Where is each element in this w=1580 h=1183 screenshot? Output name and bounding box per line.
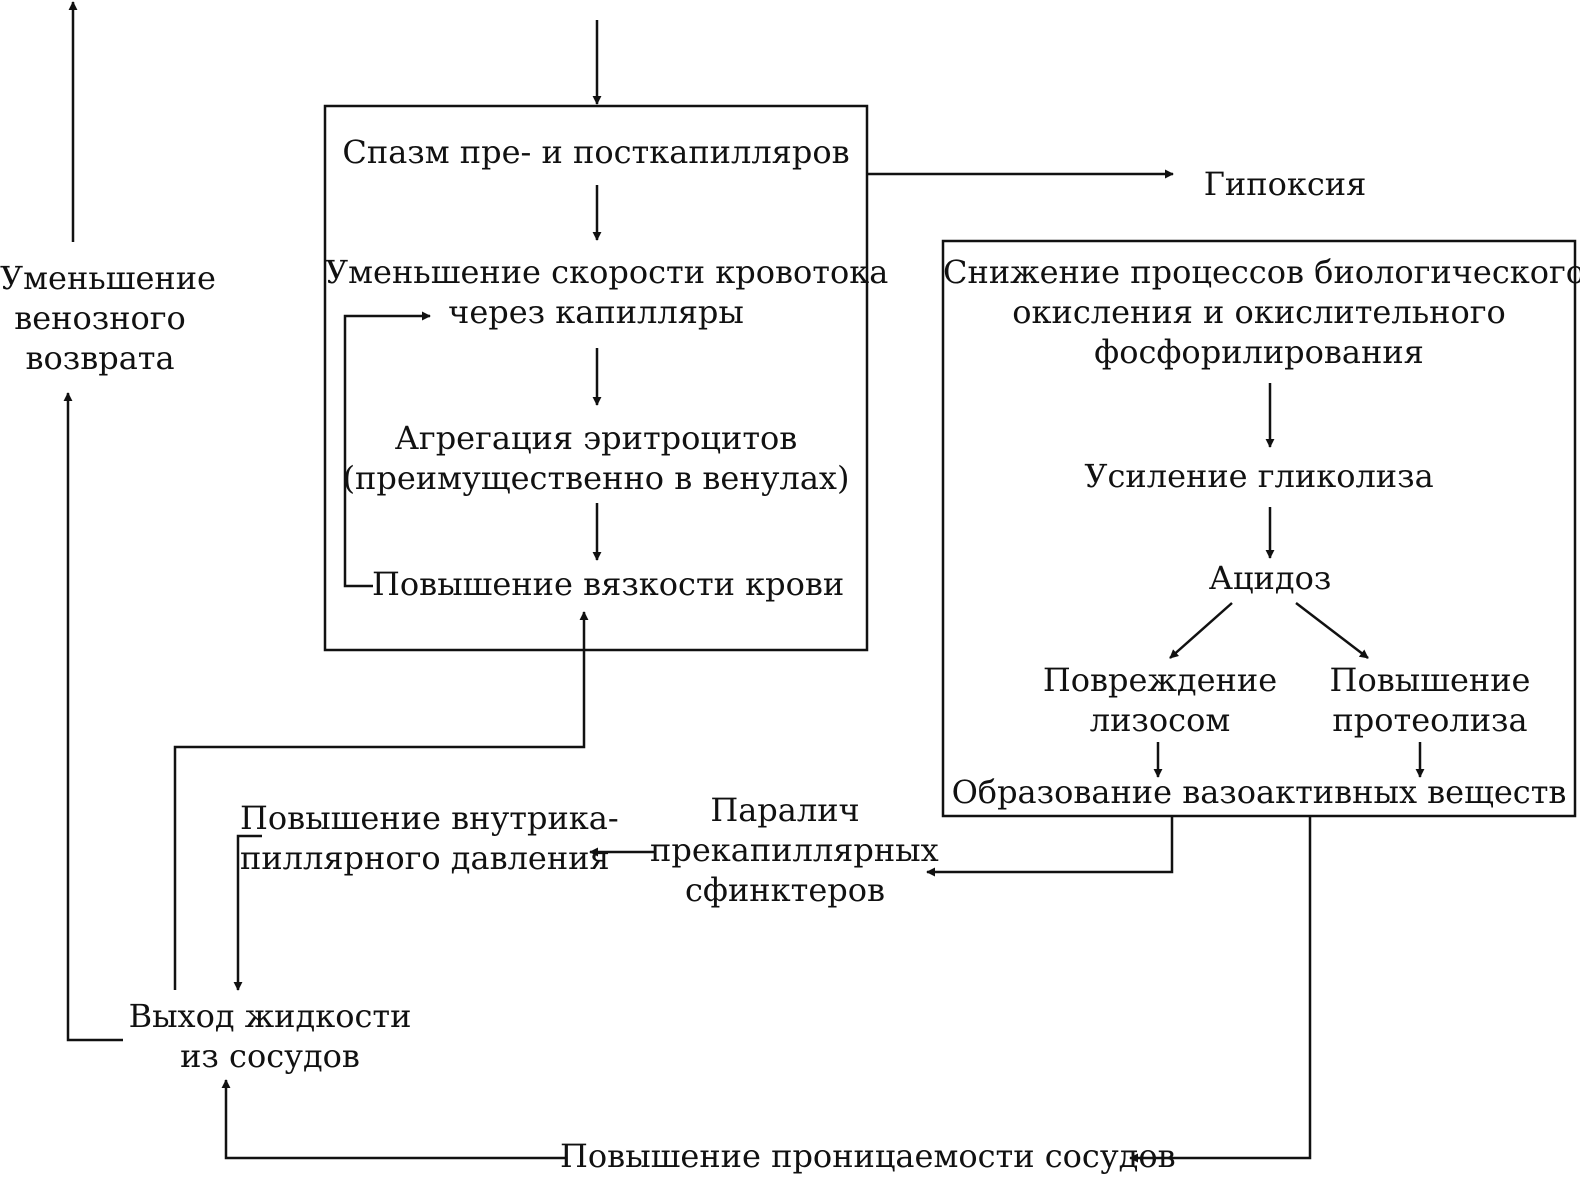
node-aggregation-line2: (преимущественно в венулах) [342, 459, 850, 497]
node-hypoxia: Гипоксия [1203, 165, 1367, 203]
node-acidosis: Ацидоз [1208, 559, 1332, 597]
node-proteolysis-line2: протеолиза [1332, 701, 1528, 739]
node-paralysis-line3: сфинктеров [684, 871, 886, 909]
node-oxidation-line1: Снижение процессов биологического [943, 253, 1580, 291]
node-venous-return-line1: Уменьшение [0, 259, 216, 297]
feedback-loop-arrow [343, 311, 431, 588]
node-glycolysis: Усиление гликолиза [1084, 457, 1434, 495]
arrow-acidosis-to-proteolysis [1295, 602, 1369, 659]
node-viscosity: Повышение вязкости крови [372, 565, 845, 603]
arrow-fluid-exit-to-venous-return [63, 392, 123, 1042]
node-lysosome-line1: Повреждение [1042, 661, 1278, 699]
node-oxidation-line3: фосфорилирования [1094, 333, 1424, 371]
node-pressure-line1: Повышение внутрика- [240, 799, 619, 837]
node-venous-return-line2: венозного [14, 299, 186, 337]
arrow-fluid-exit-to-viscosity [173, 611, 589, 990]
node-vasoactive: Образование вазоактивных веществ [951, 773, 1567, 811]
left-box-frame [323, 104, 869, 652]
arrow-pressure-to-fluid-exit [233, 834, 262, 991]
node-slowdown-line2: через капилляры [448, 293, 744, 331]
arrow-to-paralysis [926, 816, 1174, 877]
node-paralysis-line1: Паралич [710, 791, 860, 829]
node-proteolysis-line1: Повышение [1329, 661, 1531, 699]
node-fluid-exit-line1: Выход жидкости [128, 997, 412, 1035]
node-permeability: Повышение проницаемости сосудов [560, 1137, 1176, 1175]
node-slowdown-line1: Уменьшение скорости кровотока [325, 253, 889, 291]
node-venous-return-line3: возврата [25, 339, 175, 377]
node-pressure-line2: пиллярного давления [240, 839, 610, 877]
arrow-permeability-to-fluid-exit [221, 1079, 565, 1160]
node-paralysis-line2: прекапиллярных [650, 831, 939, 869]
arrow-acidosis-to-lysosome [1169, 602, 1233, 659]
right-box-frame [941, 239, 1577, 818]
node-fluid-exit-line2: из сосудов [180, 1037, 360, 1075]
node-aggregation-line1: Агрегация эритроцитов [394, 419, 798, 457]
node-spasm: Спазм пре- и посткапилляров [342, 133, 850, 171]
node-lysosome-line2: лизосом [1089, 701, 1231, 739]
arrow-to-permeability [1129, 816, 1312, 1163]
node-oxidation-line2: окисления и окислительного [1012, 293, 1506, 331]
